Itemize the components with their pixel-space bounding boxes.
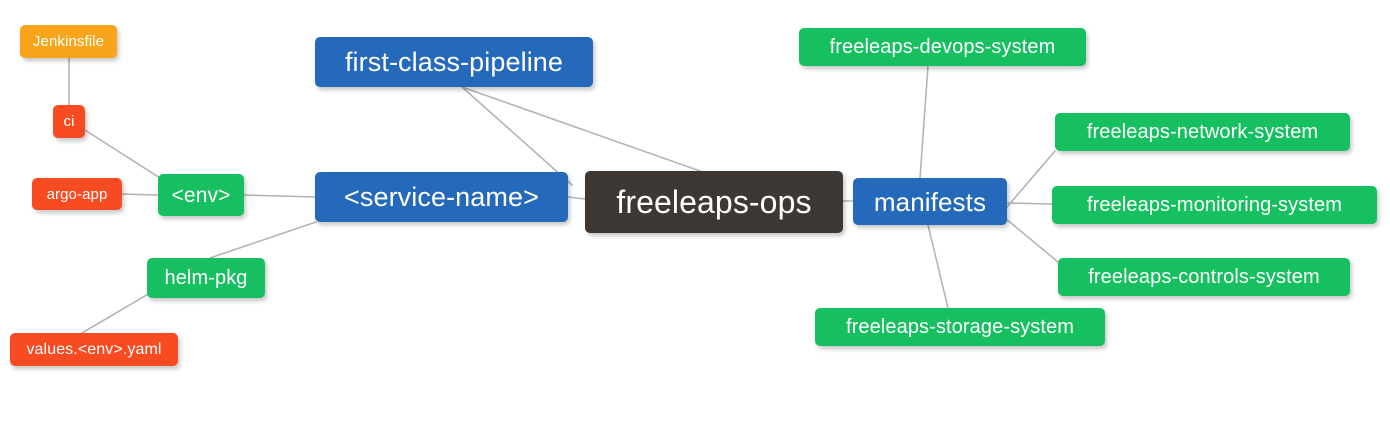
edge-manifests-to-freeleaps-storage-system bbox=[927, 224, 949, 309]
node-ci[interactable]: ci bbox=[53, 105, 85, 138]
node-freeleaps-storage-system[interactable]: freeleaps-storage-system bbox=[815, 308, 1105, 346]
node-values-env-yaml[interactable]: values.<env>.yaml bbox=[10, 333, 178, 366]
node-first-class-pipeline[interactable]: first-class-pipeline bbox=[315, 37, 593, 87]
node-freeleaps-devops-system[interactable]: freeleaps-devops-system bbox=[799, 28, 1086, 66]
edge-manifests-to-freeleaps-controls-system bbox=[1004, 217, 1059, 263]
node-freeleaps-network-system[interactable]: freeleaps-network-system bbox=[1055, 113, 1350, 151]
edge-service-name-to-freeleaps-ops bbox=[567, 196, 586, 200]
edge-manifests-to-freeleaps-monitoring-system bbox=[1006, 202, 1053, 205]
edge-service-name-to-first-class-pipeline bbox=[461, 86, 573, 186]
node-label-freeleaps-network-system: freeleaps-network-system bbox=[1086, 121, 1319, 143]
node-freeleaps-monitoring-system[interactable]: freeleaps-monitoring-system bbox=[1052, 186, 1377, 224]
edge-service-name-to-helm-pkg bbox=[209, 221, 317, 259]
node-label-freeleaps-controls-system: freeleaps-controls-system bbox=[1088, 266, 1320, 288]
node-label-values-env-yaml: values.<env>.yaml bbox=[26, 340, 162, 358]
edge-manifests-to-freeleaps-network-system bbox=[1006, 150, 1056, 208]
node-service-name[interactable]: <service-name> bbox=[315, 172, 568, 222]
edge-manifests-to-freeleaps-devops-system bbox=[919, 65, 929, 179]
node-argo-app[interactable]: argo-app bbox=[32, 178, 122, 210]
node-label-env: <env> bbox=[171, 183, 231, 207]
edge-argo-app-to-env bbox=[121, 193, 159, 196]
node-label-jenkinsfile: Jenkinsfile bbox=[32, 33, 105, 50]
node-label-service-name: <service-name> bbox=[344, 181, 539, 212]
node-label-ci: ci bbox=[63, 113, 75, 130]
edge-ci-to-env bbox=[84, 129, 161, 179]
node-jenkinsfile[interactable]: Jenkinsfile bbox=[20, 25, 117, 58]
edge-env-to-service-name bbox=[243, 194, 316, 198]
node-label-manifests: manifests bbox=[873, 186, 987, 217]
node-label-first-class-pipeline: first-class-pipeline bbox=[344, 46, 564, 77]
node-freeleaps-ops[interactable]: freeleaps-ops bbox=[585, 171, 843, 233]
node-env[interactable]: <env> bbox=[158, 174, 244, 216]
node-manifests[interactable]: manifests bbox=[853, 178, 1007, 225]
node-label-freeleaps-devops-system: freeleaps-devops-system bbox=[829, 36, 1056, 58]
node-helm-pkg[interactable]: helm-pkg bbox=[147, 258, 265, 298]
edge-helm-pkg-to-values-env-yaml bbox=[81, 289, 156, 334]
node-freeleaps-controls-system[interactable]: freeleaps-controls-system bbox=[1058, 258, 1350, 296]
node-label-argo-app: argo-app bbox=[46, 185, 108, 203]
node-label-freeleaps-ops: freeleaps-ops bbox=[616, 184, 812, 220]
node-label-freeleaps-monitoring-system: freeleaps-monitoring-system bbox=[1086, 194, 1342, 216]
edge-first-class-pipeline-to-freeleaps-ops bbox=[461, 86, 701, 172]
node-label-helm-pkg: helm-pkg bbox=[164, 267, 248, 289]
node-label-freeleaps-storage-system: freeleaps-storage-system bbox=[845, 316, 1075, 338]
